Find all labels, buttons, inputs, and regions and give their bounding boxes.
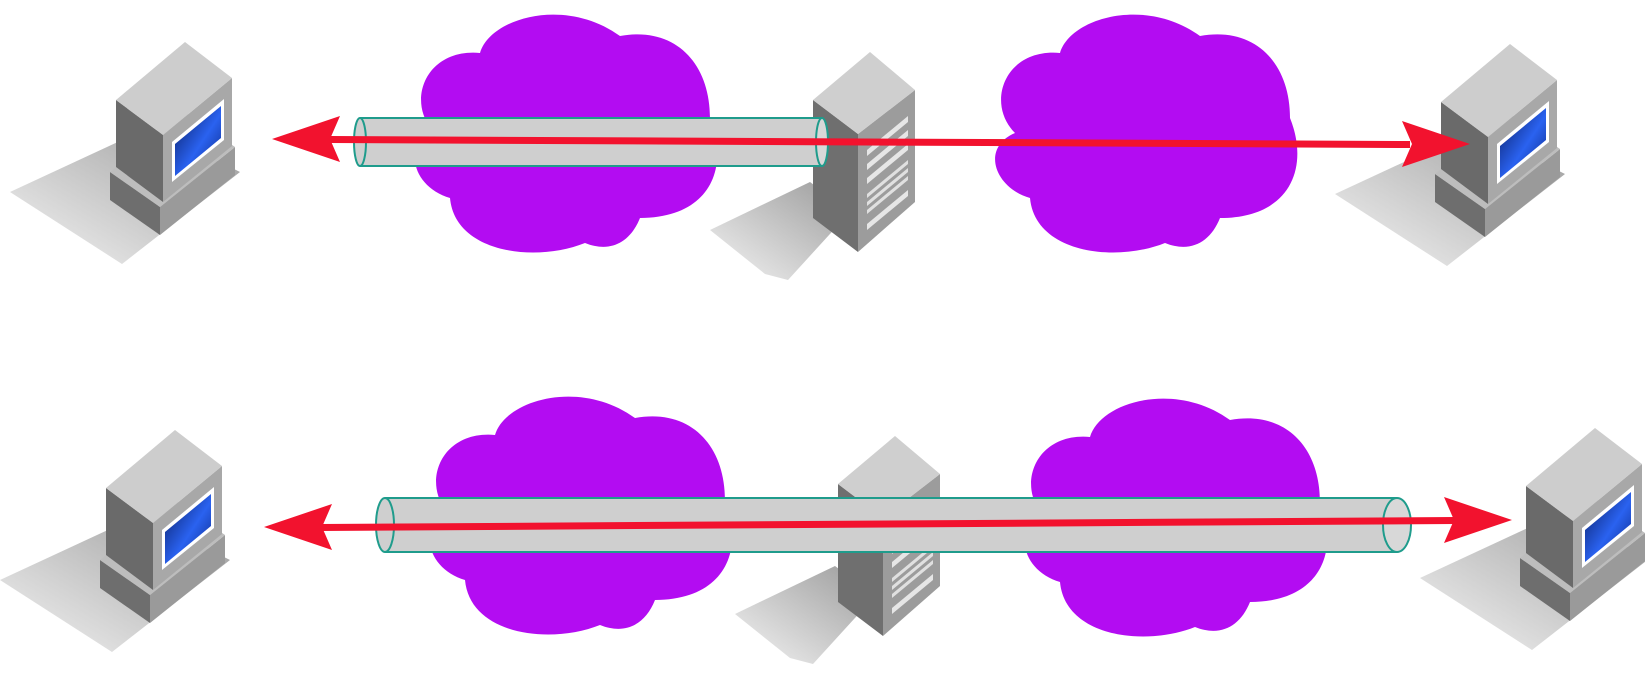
left-computer-icon-bottom [0, 430, 230, 652]
left-computer-icon [10, 42, 240, 264]
row-top [10, 14, 1565, 280]
cloud-top-right [995, 14, 1298, 253]
right-computer-icon [1335, 44, 1565, 266]
row-bottom [0, 396, 1645, 664]
data-flow-arrow-bottom [264, 497, 1512, 550]
data-flow-arrow-top [272, 116, 1470, 167]
